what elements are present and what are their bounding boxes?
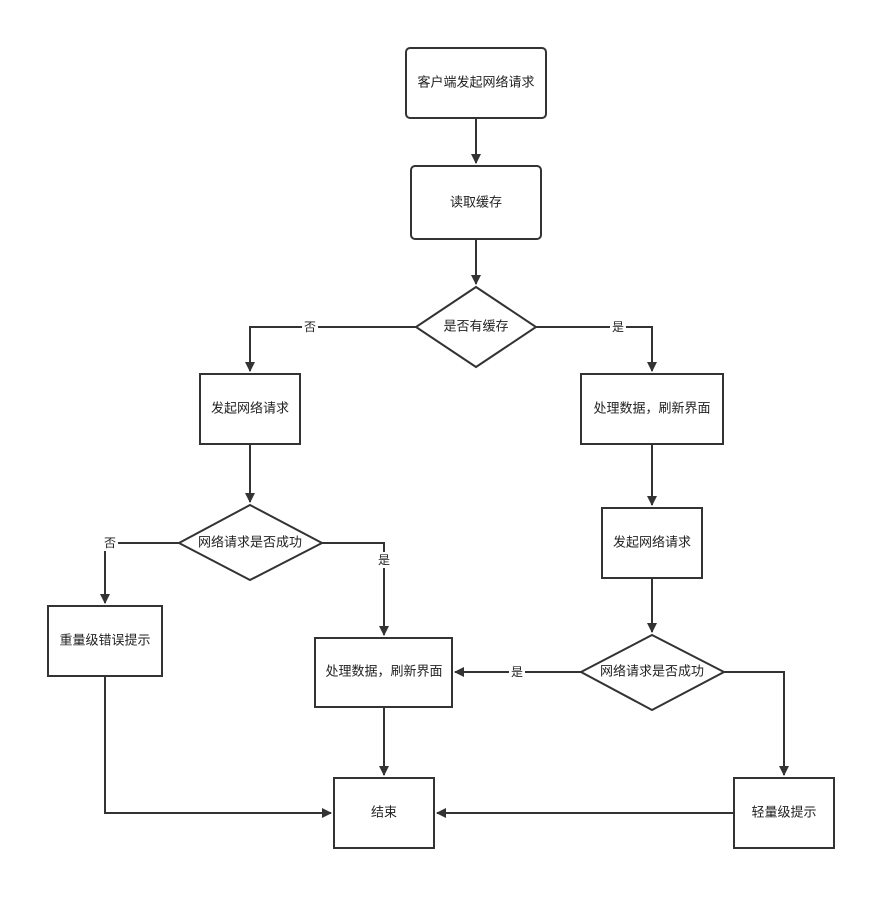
node-end-label: 结束 xyxy=(371,806,397,821)
node-process-center-label: 处理数据，刷新界面 xyxy=(325,664,442,680)
edge-label-cache-yes: 是 xyxy=(612,320,624,334)
node-request-right-label: 发起网络请求 xyxy=(613,535,691,551)
node-end xyxy=(333,777,435,849)
nodes: 客户端发起网络请求 读取缓存 是否有缓存 发起网络请求 处理数据，刷新界面 发起… xyxy=(47,47,835,849)
edge-label-left-no: 否 xyxy=(104,536,116,550)
edge-cache-no xyxy=(245,326,416,372)
decision-success-right-label: 网络请求是否成功 xyxy=(600,664,704,680)
edge-label-left-yes: 是 xyxy=(378,553,390,567)
node-process-right xyxy=(580,373,724,445)
node-process-right-label: 处理数据，刷新界面 xyxy=(593,401,710,417)
node-read-cache-label: 读取缓存 xyxy=(450,196,502,211)
edge-label-cache-no: 否 xyxy=(304,320,316,334)
edge-heavy-error-to-end xyxy=(104,676,332,818)
node-request-left-label: 发起网络请求 xyxy=(211,401,289,417)
node-read-cache xyxy=(410,165,542,240)
edges xyxy=(100,118,789,818)
edge-label-right-yes: 是 xyxy=(511,665,523,679)
node-light-tip xyxy=(733,777,835,849)
decision-success-right xyxy=(578,633,727,712)
node-light-tip-label: 轻量级提示 xyxy=(751,805,816,821)
node-request-right xyxy=(601,507,703,579)
decision-has-cache xyxy=(414,285,538,369)
node-start xyxy=(405,47,547,119)
node-process-center xyxy=(314,637,453,708)
decision-has-cache-label: 是否有缓存 xyxy=(443,320,508,335)
decision-success-left-label: 网络请求是否成功 xyxy=(198,535,302,551)
edge-right-no xyxy=(724,671,789,776)
edge-left-yes xyxy=(322,542,389,636)
edge-left-no xyxy=(100,542,179,604)
node-start-label: 客户端发起网络请求 xyxy=(417,75,534,91)
node-heavy-error xyxy=(47,605,163,677)
decision-success-left xyxy=(176,503,325,582)
node-request-left xyxy=(199,373,301,445)
edge-labels: 否 是 否 是 是 xyxy=(102,319,626,680)
node-heavy-error-label: 重量级错误提示 xyxy=(59,633,150,649)
edge-cache-yes xyxy=(536,326,657,372)
